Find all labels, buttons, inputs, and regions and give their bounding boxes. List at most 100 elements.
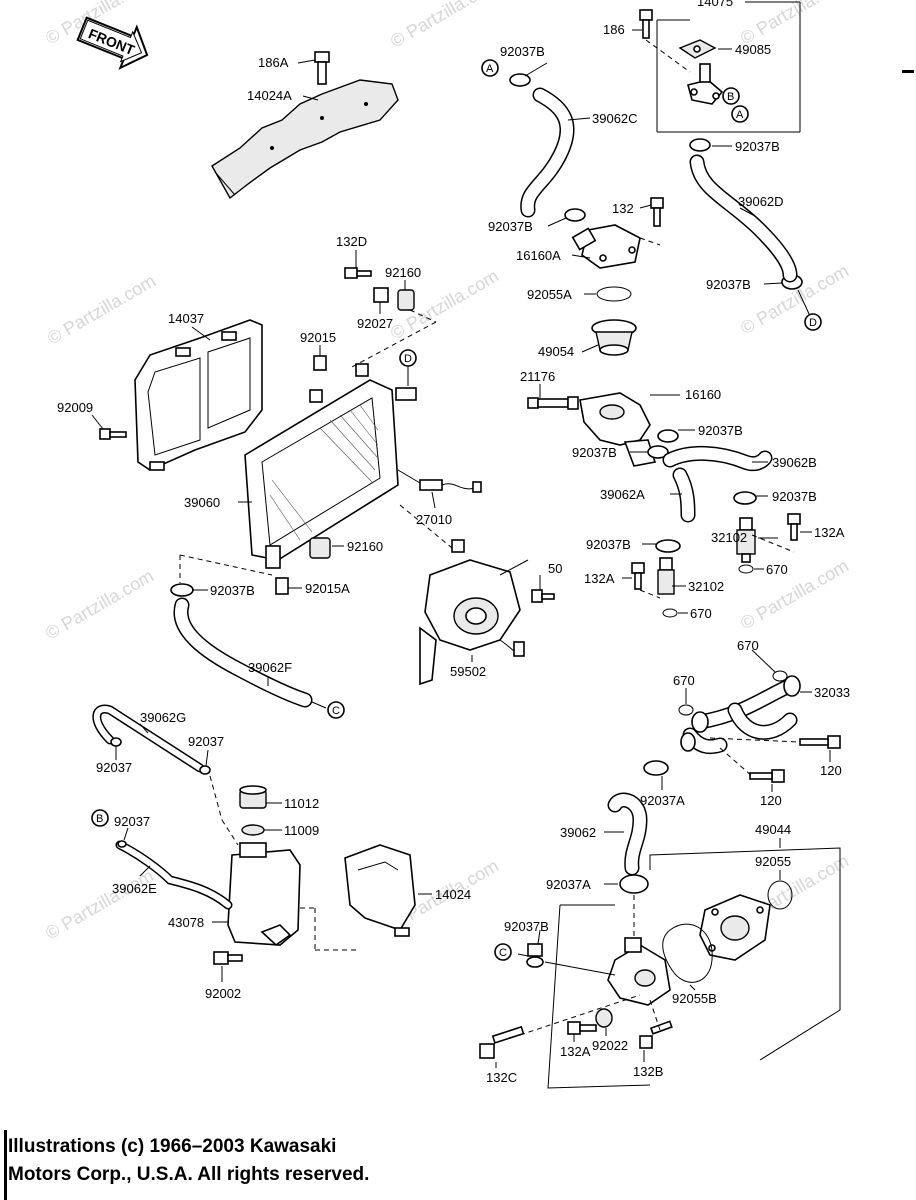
part-label: 27010 [416, 512, 452, 527]
cap-11012 [239, 785, 267, 809]
ref-mark-C: C [327, 701, 345, 719]
clip-92037-a [110, 737, 122, 747]
radiator-39060 [244, 363, 417, 569]
reservoir-43078 [227, 842, 301, 947]
part-label: 39062A [600, 487, 645, 502]
part-label: 14024 [435, 887, 471, 902]
watermark: © Partzilla.com [44, 270, 159, 348]
clamp-92037B-39062A [733, 491, 757, 505]
part-label: 92037B [735, 139, 780, 154]
copyright-line-1: Illustrations (c) 1966–2003 Kawasaki [8, 1136, 337, 1157]
clamp-92037B-32102 [655, 539, 681, 553]
part-label: 92037B [210, 583, 255, 598]
svg-text:C: C [332, 705, 340, 717]
watermark: © Partzilla.com [387, 0, 502, 51]
part-label: 92055A [527, 287, 572, 302]
fitting-32102-a [736, 517, 756, 563]
part-label: 92037 [188, 734, 224, 749]
clamp-92037B-radiator [170, 583, 194, 597]
part-label: 92015 [300, 330, 336, 345]
part-label: 49044 [755, 822, 791, 837]
ref-mark-C: C [494, 943, 512, 961]
collar-92027 [373, 287, 389, 303]
grommet-92160 [309, 289, 415, 559]
pump-body [607, 937, 671, 1006]
part-label: 49054 [538, 344, 574, 359]
gasket-92055B [662, 923, 713, 983]
part-labels: 186A 14024A 186 14075 49085 92037B 39062… [57, 0, 850, 1085]
part-label: 132D [336, 234, 367, 249]
part-label: 92037B [586, 537, 631, 552]
housing-16160A [571, 224, 641, 269]
bolt-120-b [749, 769, 785, 783]
part-label: 92037B [698, 423, 743, 438]
hose-39062E [115, 840, 233, 910]
svg-text:A: A [736, 109, 744, 121]
bolt-186 [639, 9, 653, 39]
hose-39062B [662, 445, 773, 472]
part-label: 670 [737, 638, 759, 653]
ref-mark-D: D [804, 313, 822, 331]
part-label: 39062 [560, 825, 596, 840]
clamp-92037B-16160-a [657, 429, 679, 443]
part-label: 92015A [305, 581, 350, 596]
clamp-92037B-pump [526, 943, 544, 968]
part-label: 16160 [685, 387, 721, 402]
part-label: 39062G [140, 710, 186, 725]
part-label: 132A [560, 1044, 591, 1059]
part-label: 32102 [688, 579, 724, 594]
part-label: 92037 [114, 814, 150, 829]
part-label: 92160 [347, 539, 383, 554]
gasket-11009 [241, 824, 265, 836]
clip-92015 [313, 355, 327, 371]
part-label: 132A [814, 525, 845, 540]
assembly-box-14075 [656, 1, 801, 133]
clip-92037-b [199, 765, 211, 775]
part-label: 670 [690, 606, 712, 621]
part-label: 21176 [520, 369, 555, 384]
part-label: 92009 [57, 400, 93, 415]
pipe-32033 [680, 675, 801, 755]
edge-mark [902, 70, 914, 73]
clip-92015A [275, 577, 289, 595]
clamp-92037A-a [643, 760, 669, 776]
watermarks: © Partzilla.com © Partzilla.com © Partzi… [42, 0, 852, 943]
copyright-notice: Illustrations (c) 1966–2003 Kawasaki Mot… [0, 1120, 916, 1200]
svg-text:D: D [809, 317, 817, 329]
oring-92055A [596, 286, 632, 302]
bolt-132A-a [787, 513, 801, 541]
part-label: 92055 [755, 854, 791, 869]
part-label: 92037B [488, 219, 533, 234]
part-label: 14024A [247, 88, 292, 103]
part-label: 59502 [450, 664, 486, 679]
part-label: 92037B [572, 445, 617, 460]
part-label: 14037 [168, 311, 204, 326]
clamp-92037A-b [619, 874, 649, 894]
svg-text:C: C [499, 947, 507, 959]
part-label: 43078 [168, 915, 204, 930]
copyright-line-2: Motors Corp., U.S.A. All rights reserved… [8, 1164, 370, 1185]
part-label: 92037 [96, 760, 132, 775]
part-label: 132A [584, 571, 615, 586]
ref-mark-B: B [722, 87, 740, 105]
part-label: 92027 [357, 316, 393, 331]
part-label: 186 [603, 22, 625, 37]
part-label: 39062E [112, 881, 157, 896]
part-label: 92022 [592, 1038, 628, 1053]
sensor-27010 [419, 479, 482, 493]
part-label: 92037A [546, 877, 591, 892]
assembly-box-49044 [547, 847, 841, 1089]
bolt-132C [479, 1025, 525, 1059]
watermark: © Partzilla.com [42, 865, 157, 943]
part-label: 670 [766, 562, 788, 577]
shroud-14037 [134, 319, 263, 471]
hose-39062C [520, 87, 575, 218]
fan-59502 [419, 539, 529, 686]
copyright-bar [4, 1130, 7, 1200]
part-label: 39062C [592, 111, 638, 126]
part-label: 16160A [516, 248, 561, 263]
part-label: 32102 [711, 530, 747, 545]
part-label: 39062F [248, 660, 292, 675]
front-arrow-icon: FRONT [76, 16, 149, 70]
